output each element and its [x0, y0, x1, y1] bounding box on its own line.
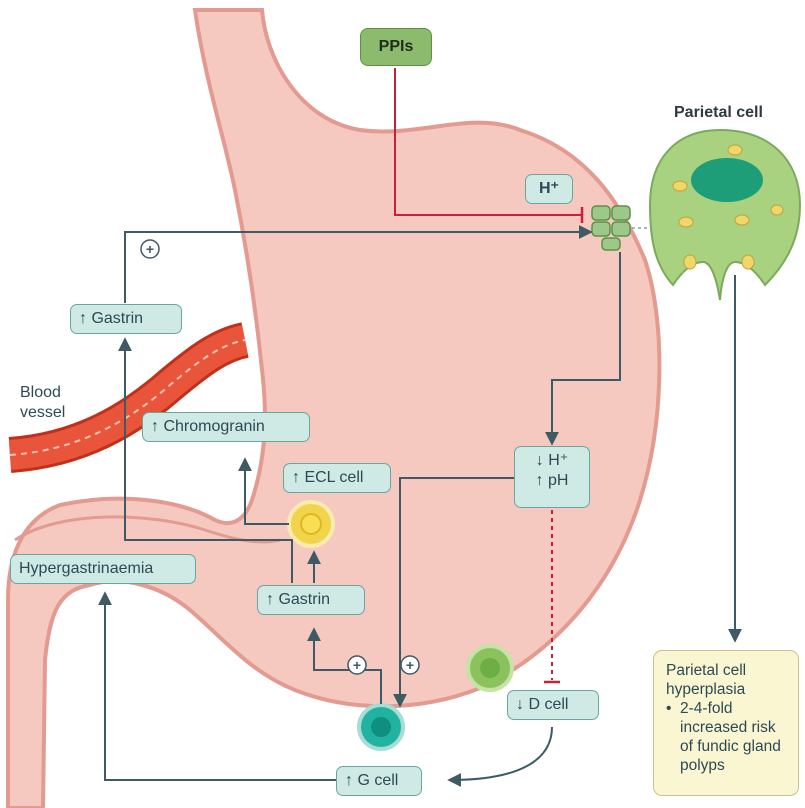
ppi-box: PPIs [360, 28, 432, 66]
ph-box: ↓ H⁺ ↑ pH [514, 446, 590, 508]
dcell-to-gcell-arrow [450, 727, 552, 780]
ph-ph-label: ↑ pH [523, 471, 581, 491]
hyperplasia-note: Parietal cell hyperplasia 2-4-fold incre… [653, 650, 799, 796]
ecl-cell-box: ↑ ECL cell [283, 463, 391, 493]
parietal-cell-icon [650, 130, 800, 300]
h-ion-label: H⁺ [539, 180, 559, 197]
parietal-cell-title: Parietal cell [674, 104, 763, 122]
plus-gcell-left: + [353, 657, 361, 673]
gastrin-top-box: ↑ Gastrin [70, 304, 182, 334]
hypergastrinaemia-box: Hypergastrinaemia [10, 554, 196, 584]
note-heading: Parietal cell hyperplasia [666, 661, 786, 699]
g-cell-box: ↑ G cell [336, 766, 422, 796]
plus-top: + [146, 241, 154, 257]
note-bullet: 2-4-fold increased risk of fundic gland … [666, 699, 786, 775]
blood-vessel-label: Blood vessel [20, 383, 90, 423]
gastrin-bottom-box: ↑ Gastrin [257, 585, 365, 615]
chromogranin-box: ↑ Chromogranin [142, 412, 310, 442]
ph-h-label: ↓ H⁺ [523, 451, 581, 471]
d-cell-box: ↓ D cell [507, 690, 599, 720]
plus-gcell-right: + [406, 657, 414, 673]
h-ion-box: H⁺ [525, 174, 573, 204]
